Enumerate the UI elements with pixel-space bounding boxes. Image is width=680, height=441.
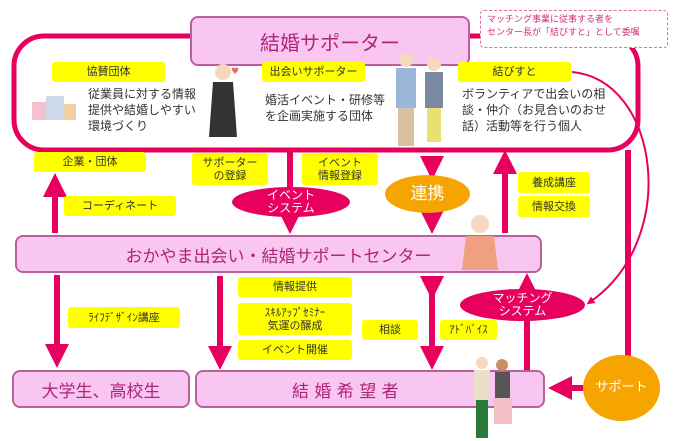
label-deai-supporter: 出会いサポーター: [262, 62, 365, 82]
staff-illustration: [462, 215, 498, 270]
label-company: 企業・団体: [34, 152, 146, 172]
couple-illustration: [396, 53, 443, 146]
label-life-design: ﾗｲﾌﾃﾞｻﾞｲﾝ講座: [68, 307, 180, 328]
cooperation-circle: 連携: [385, 175, 470, 213]
students-label: 大学生、高校生: [41, 381, 161, 402]
label-musubisuto: 結びすと: [458, 62, 571, 82]
deai-desc: 婚活イベント・研修等 を企画実施する団体: [265, 93, 386, 124]
label-event-registration: イベント 情報登録: [302, 153, 378, 185]
label-coordinate: コーディネート: [64, 196, 176, 216]
label-skillup: ｽｷﾙｱｯﾌﾟｾﾐﾅｰ 気運の醸成: [238, 303, 352, 335]
title: 結婚サポーター: [260, 30, 400, 55]
callout: マッチング事業に従事する者を センター長が「結びすと」として委嘱: [480, 10, 668, 48]
sponsor-desc: 従業員に対する情報 提供や結婚しやすい 環境づくり: [88, 87, 197, 134]
label-info-exchange: 情報交換: [518, 196, 590, 217]
label-consult: 相談: [362, 320, 418, 340]
young-couple-illustration: [474, 357, 512, 438]
matching-system-ellipse: マッチング システム: [460, 289, 585, 321]
svg-text:♥: ♥: [231, 67, 239, 77]
students-box: 大学生、高校生: [12, 370, 190, 408]
label-advice: ｱﾄﾞﾊﾞｲｽ: [440, 320, 497, 340]
musubisuto-desc: ボランティアで出会いの相 談・仲介（お見合いのおせ 話）活動等を行う個人: [462, 87, 607, 134]
label-event-hold: イベント開催: [238, 340, 352, 360]
label-info-provide: 情報提供: [238, 277, 352, 297]
center-box: おかやま出会い・結婚サポートセンター: [15, 235, 542, 273]
support-circle: サポート: [583, 355, 660, 421]
building-icon: [32, 96, 76, 120]
title-box: 結婚サポーター: [190, 16, 470, 66]
center-title: おかやま出会い・結婚サポートセンター: [125, 246, 432, 267]
label-sponsor: 協賛団体: [52, 62, 165, 82]
arrow-musubisuto-to-matching: [571, 71, 650, 305]
event-system-ellipse: イベント システム: [232, 187, 350, 217]
label-supporter-registration: サポーター の登録: [192, 153, 268, 185]
woman-illustration: ♥: [209, 64, 239, 137]
seekers-label: 結 婚 希 望 者: [292, 381, 399, 402]
label-training: 養成講座: [518, 172, 590, 193]
